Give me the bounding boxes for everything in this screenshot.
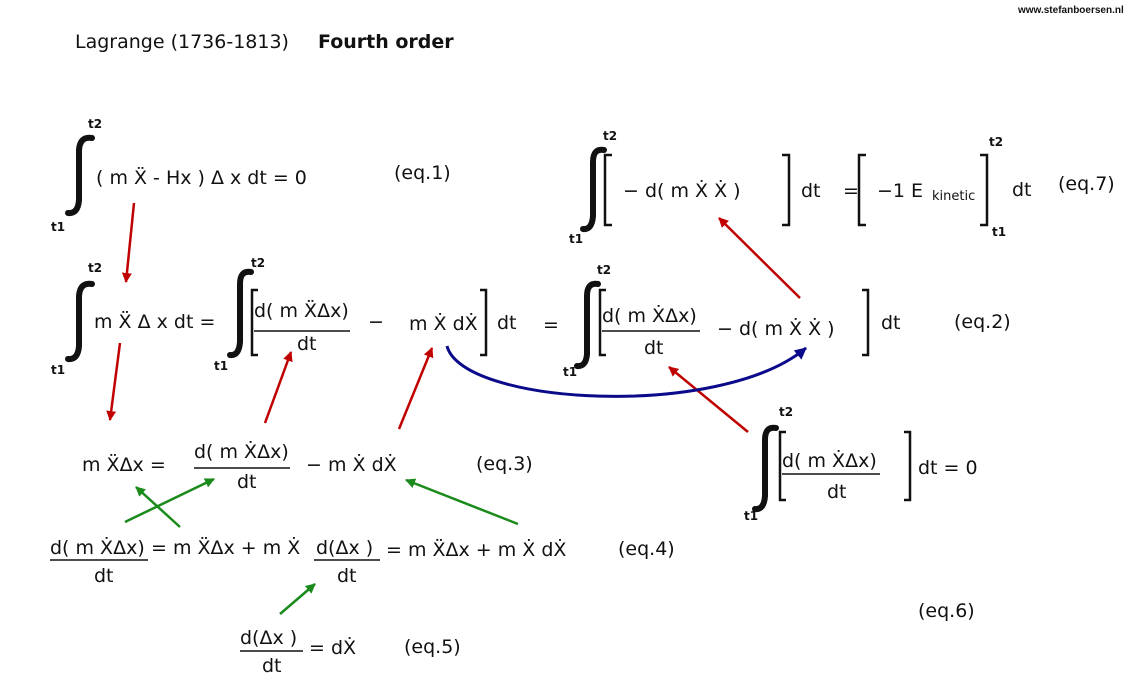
limit-upper-eq7-rhs: t2 bbox=[989, 135, 1004, 149]
eq1-expression: ( m Ẍ - Hx ) Δ x dt = 0 bbox=[96, 167, 307, 189]
page-title: Lagrange (1736-1813) bbox=[75, 31, 289, 53]
integral-sign-eq7 bbox=[580, 146, 607, 233]
eq2-label: (eq.2) bbox=[954, 311, 1011, 333]
eq3-rhs: − m Ẋ dẊ bbox=[306, 454, 397, 476]
page-subtitle: Fourth order bbox=[318, 31, 454, 53]
limit-upper-eq1: t2 bbox=[88, 117, 103, 131]
eq1-label: (eq.1) bbox=[394, 162, 451, 184]
eq2-frac1-denominator: dt bbox=[297, 333, 317, 355]
integral-sign-eq2-c bbox=[574, 280, 601, 370]
eq2-lhs: m Ẍ Δ x dt = bbox=[94, 311, 216, 333]
red-arrow-eq2-to-eq3 bbox=[106, 342, 122, 421]
eq3-frac-numerator: d( m ẊΔx) bbox=[194, 441, 289, 463]
eq6-frac-denominator: dt bbox=[827, 481, 847, 503]
bracket-eq2-open-a bbox=[250, 288, 258, 357]
eq5-rhs: = dẊ bbox=[309, 637, 357, 659]
eq3-label: (eq.3) bbox=[476, 453, 533, 475]
eq2-minus: − bbox=[368, 311, 384, 333]
limit-lower-eq1: t1 bbox=[51, 220, 66, 234]
eq7-subscript-kinetic: kinetic bbox=[932, 189, 976, 204]
red-arrow-eq3-to-eq2-frac bbox=[263, 351, 293, 424]
limit-lower-eq2-b: t1 bbox=[214, 359, 229, 373]
integral-sign-eq2-a bbox=[65, 280, 95, 363]
limit-lower-eq2-c: t1 bbox=[563, 365, 578, 379]
eq4-mid: = m ẌΔx + m Ẋ bbox=[151, 537, 301, 559]
integral-sign-eq6 bbox=[752, 424, 779, 513]
eq4-frac2-numerator: d(Δx ) bbox=[316, 537, 374, 559]
eq2-dt-a: dt bbox=[497, 312, 517, 334]
eq4-rhs: = m ẌΔx + m Ẋ dẊ bbox=[386, 539, 567, 561]
eq2-term2: m Ẋ dẊ bbox=[409, 313, 478, 335]
limit-upper-eq2-a: t2 bbox=[88, 261, 103, 275]
website-url: www.stefanboersen.nl bbox=[1018, 5, 1124, 16]
eq2-equals: = bbox=[543, 314, 559, 336]
eq5-label: (eq.5) bbox=[404, 636, 461, 658]
green-arrow-eq4-to-eq3-term bbox=[405, 478, 519, 526]
bracket-eq7-open-b bbox=[857, 153, 866, 227]
eq7-rhs: −1 E bbox=[877, 180, 924, 202]
green-arrow-eq5-to-eq4 bbox=[279, 583, 316, 615]
eq7-body: − d( m Ẋ Ẋ ) bbox=[623, 180, 741, 202]
bracket-eq6-close bbox=[904, 430, 912, 502]
limit-upper-eq2-c: t2 bbox=[597, 263, 612, 277]
red-arrow-eq6-to-eq2 bbox=[668, 366, 749, 433]
eq2-dt-b: dt bbox=[881, 312, 901, 334]
bracket-eq2-close-a bbox=[480, 288, 488, 357]
limit-lower-eq2-a: t1 bbox=[51, 363, 66, 377]
eq2-frac2-denominator: dt bbox=[644, 337, 664, 359]
integral-sign-eq1 bbox=[65, 134, 95, 217]
eq5-frac-denominator: dt bbox=[262, 655, 282, 677]
integral-sign-eq2-b bbox=[227, 268, 254, 359]
eq2-frac1-numerator: d( m ẌΔx) bbox=[254, 300, 349, 322]
eq5-frac-numerator: d(Δx ) bbox=[240, 627, 298, 649]
eq3-frac-denominator: dt bbox=[237, 471, 257, 493]
bracket-eq7-close-b bbox=[980, 153, 989, 227]
eq4-label: (eq.4) bbox=[618, 538, 675, 560]
eq4-frac1-denominator: dt bbox=[94, 565, 114, 587]
limit-upper-eq2-b: t2 bbox=[251, 256, 266, 270]
bracket-eq7-close-a bbox=[782, 153, 791, 227]
eq7-dt-end: dt bbox=[1012, 179, 1032, 201]
red-arrow-eq2-to-eq7 bbox=[718, 217, 801, 299]
limit-upper-eq7: t2 bbox=[603, 129, 618, 143]
bracket-eq7-open-a bbox=[603, 153, 612, 227]
green-arrow-eq4-to-eq3-frac bbox=[124, 477, 215, 524]
blue-arrow-eq2-term-to-eq2-rhs bbox=[445, 345, 807, 398]
eq4-frac1-numerator: d( m ẊΔx) bbox=[50, 537, 145, 559]
eq6-label: (eq.6) bbox=[918, 600, 975, 622]
eq7-label: (eq.7) bbox=[1058, 173, 1115, 195]
bracket-eq2-close-b bbox=[862, 288, 870, 357]
eq2-term3: − d( m Ẋ Ẋ ) bbox=[717, 318, 835, 340]
red-arrow-eq3-to-eq2-term bbox=[397, 347, 434, 430]
limit-lower-eq7: t1 bbox=[569, 232, 584, 246]
bracket-eq6-open bbox=[778, 430, 786, 502]
eq2-frac2-numerator: d( m ẊΔx) bbox=[602, 305, 697, 327]
eq6-rhs: dt = 0 bbox=[918, 457, 978, 479]
limit-upper-eq6: t2 bbox=[779, 405, 794, 419]
limit-lower-eq7-rhs: t1 bbox=[992, 225, 1007, 239]
eq4-frac2-denominator: dt bbox=[337, 565, 357, 587]
eq6-frac-numerator: d( m ẊΔx) bbox=[782, 450, 877, 472]
eq7-equals: = bbox=[843, 180, 859, 202]
eq3-lhs: m ẌΔx = bbox=[82, 454, 166, 476]
eq7-dt: dt bbox=[801, 180, 821, 202]
bracket-eq2-open-b bbox=[598, 288, 606, 357]
red-arrow-eq1-to-eq2 bbox=[121, 202, 136, 283]
limit-lower-eq6: t1 bbox=[744, 509, 759, 523]
